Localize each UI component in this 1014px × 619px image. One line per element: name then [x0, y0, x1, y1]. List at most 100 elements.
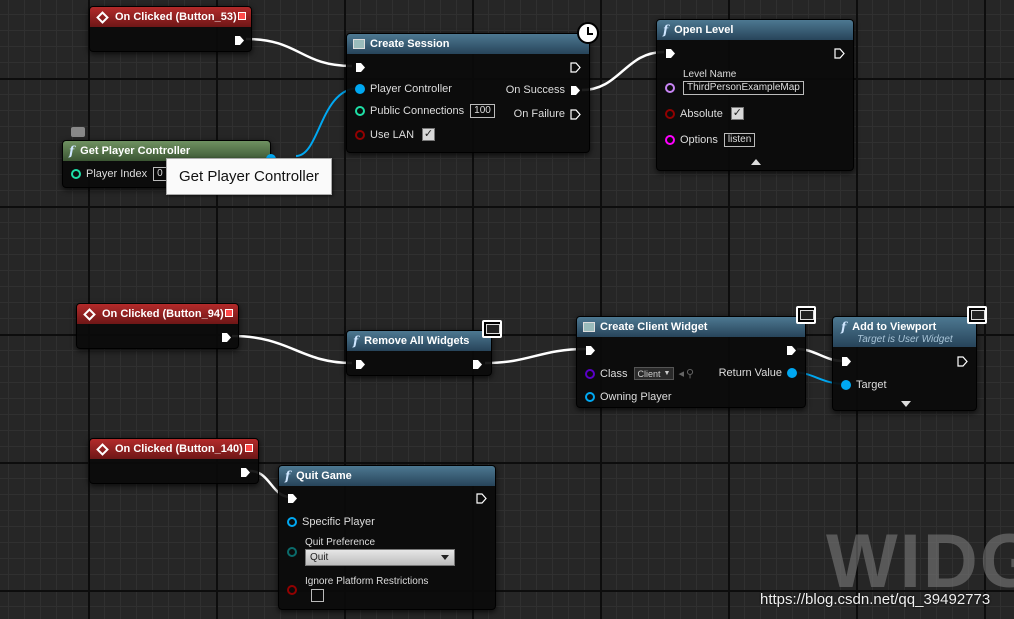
player-index-input[interactable]: 0 — [153, 167, 167, 181]
quit-preference-value: Quit — [310, 552, 329, 563]
tooltip: Get Player Controller — [166, 158, 333, 195]
exec-in-pin[interactable] — [355, 359, 366, 370]
class-input-pin[interactable] — [585, 368, 595, 379]
on-success-exec-pin[interactable] — [570, 85, 581, 96]
latent-node-create-session[interactable]: Create Session Player Controller Public … — [346, 33, 590, 153]
node-title: Create Client Widget — [600, 321, 708, 333]
player-controller-label: Player Controller — [370, 83, 452, 95]
chevron-down-icon: ▼ — [663, 370, 671, 377]
return-value-pin[interactable] — [787, 368, 797, 378]
arrow-left-icon[interactable]: ◂ — [678, 368, 684, 380]
delegate-pin-icon[interactable] — [238, 12, 246, 20]
node-box-icon — [583, 322, 595, 332]
node-box-icon — [353, 39, 365, 49]
function-f-icon: f — [285, 469, 291, 483]
exec-out-pin[interactable] — [472, 359, 483, 370]
function-node-quit-game[interactable]: f Quit Game Specific Player Quit Prefere… — [278, 465, 496, 610]
function-node-add-to-viewport[interactable]: f Add to Viewport Target is User Widget … — [832, 316, 977, 411]
delegate-pin-icon[interactable] — [245, 444, 253, 452]
exec-wire[interactable] — [581, 50, 665, 92]
exec-out-pin[interactable] — [476, 493, 487, 504]
function-f-icon: f — [353, 334, 359, 348]
owning-player-label: Owning Player — [600, 391, 672, 403]
node-title: Quit Game — [296, 470, 352, 482]
comment-bubble-icon[interactable] — [71, 127, 85, 137]
exec-in-pin[interactable] — [665, 48, 676, 59]
object-input-pin[interactable] — [355, 84, 365, 94]
enum-input-pin[interactable] — [287, 547, 297, 557]
player-index-label: Player Index — [86, 168, 148, 180]
function-node-create-client-widget[interactable]: Create Client Widget Class Client ▼ ◂ ⚲ … — [576, 316, 806, 408]
bool-input-pin[interactable] — [665, 108, 675, 119]
int-input-pin[interactable] — [71, 169, 81, 179]
node-title: On Clicked (Button_140) — [115, 443, 243, 455]
bool-input-pin[interactable] — [287, 585, 297, 595]
exec-out-pin[interactable] — [240, 467, 251, 478]
function-f-icon: f — [841, 319, 847, 334]
class-picker-value: Client — [637, 368, 661, 379]
function-f-icon: f — [663, 23, 669, 37]
absolute-checkbox[interactable]: ✓ — [730, 107, 744, 120]
monitor-icon — [482, 320, 502, 338]
chevron-down-icon — [441, 555, 449, 560]
options-label: Options — [680, 134, 718, 146]
name-input-pin[interactable] — [665, 83, 675, 93]
exec-out-pin[interactable] — [957, 356, 968, 367]
event-node-on-clicked-button-140[interactable]: On Clicked (Button_140) — [89, 438, 259, 484]
exec-in-pin[interactable] — [355, 62, 366, 73]
return-value-label: Return Value — [718, 367, 782, 379]
on-success-label: On Success — [505, 84, 565, 96]
node-title: Remove All Widgets — [364, 335, 470, 347]
node-title: On Clicked (Button_94) — [102, 308, 224, 320]
search-icon[interactable]: ⚲ — [686, 368, 695, 380]
delegate-pin-icon[interactable] — [225, 309, 233, 317]
target-input-pin[interactable] — [841, 380, 851, 390]
exec-out-pin[interactable] — [570, 62, 581, 73]
on-failure-label: On Failure — [513, 108, 565, 120]
int-input-pin[interactable] — [355, 106, 365, 116]
use-lan-label: Use LAN — [370, 128, 415, 141]
string-input-pin[interactable] — [665, 135, 675, 145]
expand-arrow-down-icon[interactable] — [901, 401, 911, 407]
exec-in-pin[interactable] — [841, 356, 852, 367]
url-watermark: https://blog.csdn.net/qq_39492773 — [760, 591, 991, 608]
class-picker[interactable]: Client ▼ — [633, 367, 675, 380]
event-node-on-clicked-button-94[interactable]: On Clicked (Button_94) — [76, 303, 239, 349]
use-lan-checkbox[interactable]: ✓ — [422, 128, 436, 141]
quit-preference-dropdown[interactable]: Quit — [305, 549, 455, 566]
exec-in-pin[interactable] — [287, 493, 298, 504]
specific-player-label: Specific Player — [302, 516, 375, 528]
ignore-platform-label: Ignore Platform Restrictions — [305, 576, 429, 587]
public-connections-input[interactable]: 100 — [470, 104, 495, 118]
event-diamond-icon — [83, 307, 96, 321]
exec-wire[interactable] — [484, 347, 587, 365]
collapse-arrow-up-icon[interactable] — [751, 159, 761, 165]
event-node-on-clicked-button-53[interactable]: On Clicked (Button_53) — [89, 6, 252, 52]
absolute-label: Absolute — [680, 107, 723, 120]
exec-out-pin[interactable] — [234, 35, 245, 46]
node-subtitle: Target is User Widget — [857, 333, 953, 345]
function-node-remove-all-widgets[interactable]: f Remove All Widgets — [346, 330, 492, 376]
options-input[interactable]: listen — [723, 133, 756, 147]
level-name-input[interactable]: ThirdPersonExampleMap — [683, 81, 804, 95]
latent-clock-icon — [577, 22, 599, 44]
exec-out-pin[interactable] — [221, 332, 232, 343]
event-diamond-icon — [96, 442, 109, 456]
node-title: Get Player Controller — [80, 145, 191, 157]
bool-input-pin[interactable] — [355, 129, 365, 140]
node-title: Open Level — [674, 24, 734, 36]
node-title: Add to Viewport — [852, 320, 937, 333]
exec-out-pin[interactable] — [786, 345, 797, 356]
on-failure-exec-pin[interactable] — [570, 108, 581, 120]
function-node-open-level[interactable]: f Open Level Level Name ThirdPersonExamp… — [656, 19, 854, 171]
exec-wire[interactable] — [245, 37, 353, 68]
monitor-icon — [796, 306, 816, 324]
object-input-pin[interactable] — [287, 517, 297, 527]
exec-in-pin[interactable] — [585, 345, 596, 356]
object-input-pin[interactable] — [585, 392, 595, 402]
ignore-platform-checkbox[interactable] — [311, 589, 324, 602]
node-title: Create Session — [370, 38, 450, 50]
exec-out-pin[interactable] — [834, 48, 845, 59]
exec-wire[interactable] — [231, 334, 353, 365]
